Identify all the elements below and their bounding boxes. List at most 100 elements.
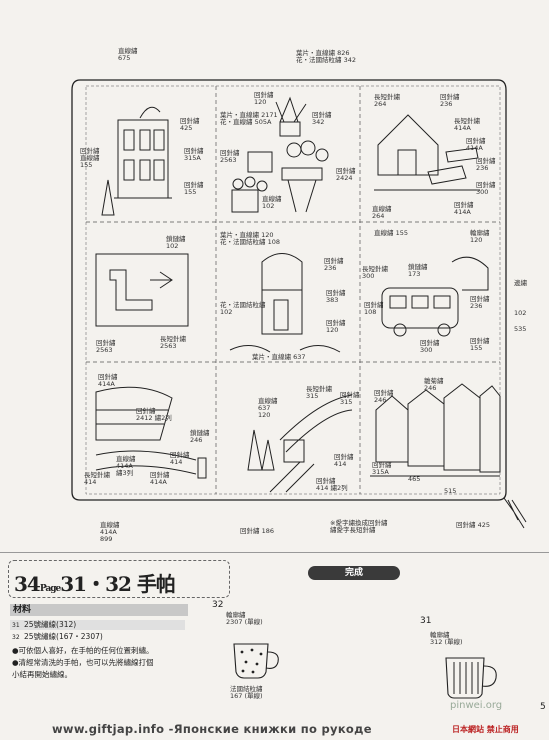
- material-no: 32: [12, 634, 20, 641]
- label-backstitch-108: 回針繡 108: [364, 301, 384, 316]
- handkerchief-outline: [71, 79, 507, 501]
- project-title: 31・32 手帕: [60, 572, 176, 596]
- label-backstitch-236b: 回針繡 236: [476, 157, 496, 172]
- material-no: 31: [12, 622, 20, 629]
- material-text: 25號繡線(167・2307): [24, 632, 103, 641]
- plants-motif: [231, 96, 329, 213]
- label-long-short-264: 長短針繡 264: [374, 93, 400, 108]
- label-backstitch-315a: 回針繡 315A: [184, 147, 204, 162]
- material-item-32: 32 25號繡線(167・2307): [12, 632, 103, 643]
- page-ref: 34: [14, 572, 41, 596]
- label-straight-155: 直線繡 155: [374, 229, 408, 237]
- item-32-bottom-label: 法國結粒繡 167 (單線): [230, 685, 263, 700]
- label-backstitch-414-2rows: 回針繡 414 繡2列: [316, 477, 348, 492]
- label-straight-637: 直線繡 637 120: [258, 397, 278, 419]
- label-465: 465: [408, 475, 421, 483]
- label-backstitch-2412: 回針繡 2412 繡2列: [136, 407, 172, 422]
- label-backstitch-414a-c: 回針繡 414A: [98, 373, 118, 388]
- label-backstitch-342: 回針繡 342: [312, 111, 332, 126]
- label-backstitch-414a: 回針繡 414A: [466, 137, 486, 152]
- label-backstitch-315: 回針繡 315: [340, 391, 360, 406]
- label-backstitch-300b: 回針繡 300: [420, 339, 440, 354]
- label-backstitch-2424: 回針繡 2424: [336, 167, 356, 182]
- materials-band: [10, 620, 185, 630]
- label-straight-414a-3rows: 直線繡 414A 繡3列: [116, 455, 136, 477]
- label-daisy-246: 雛菊繡 246: [424, 377, 444, 392]
- note-2: ●清經常清洗的手帕，也可以先將繡線打個: [12, 658, 154, 667]
- label-long-short-315: 長短針繡 315: [306, 385, 332, 400]
- label-backstitch-414a-d: 回針繡 414A: [150, 471, 170, 486]
- bus-motif: [381, 256, 489, 337]
- label-straight-264: 直線繡 264: [372, 205, 392, 220]
- tower-motif: [229, 253, 341, 353]
- page-title: 34Page31・32 手帕: [14, 568, 176, 597]
- label-long-short-300: 長短針繡 300: [362, 265, 388, 280]
- label-long-short-414: 長短針繡 414: [84, 471, 110, 486]
- cup-31-illustration: [445, 657, 497, 699]
- label-515: 515: [444, 487, 457, 495]
- label-straight-stitch-675: 直線繡 675: [118, 47, 138, 62]
- label-chain-246: 鎖鏈繡 246: [190, 429, 210, 444]
- label-backstitch-425b: 回針繡 425: [456, 521, 490, 529]
- label-backstitch-414b: 回針繡 414: [334, 453, 354, 468]
- label-chain-173: 鎖鏈繡 173: [408, 263, 428, 278]
- sign-motif: [95, 253, 189, 327]
- label-102: 102: [514, 309, 527, 317]
- label-long-short-414a: 長短針繡 414A: [454, 117, 480, 132]
- page-number: 5: [540, 702, 546, 712]
- section-divider: [0, 552, 549, 553]
- label-leaves-120: 葉片・直線繡 120 花・法國結粒繡 108: [220, 231, 280, 246]
- label-backstitch-236: 回針繡 236: [440, 93, 460, 108]
- label-note: ※愛字繡換成回針繡 繡愛字長短針繡: [330, 519, 388, 534]
- label-leaves-flowers: 葉片・直線繡 826 花・法國結粒繡 342: [296, 49, 356, 64]
- grid-lines: [86, 86, 500, 494]
- barn-motif: [374, 114, 480, 191]
- label-backstitch-300: 回針繡 300: [476, 181, 496, 196]
- note-1: ●可依個人喜好，在手帕的任何位置刺繡。: [12, 646, 154, 655]
- note-3: 小結再開始繡線。: [12, 670, 72, 679]
- label-backstitch-236d: 回針繡 236: [470, 295, 490, 310]
- watermark: pinwei.org: [450, 700, 503, 711]
- label-backstitch-425: 回針繡 425: [180, 117, 200, 132]
- label-leaves-637: 葉片・直線繡 637: [252, 353, 306, 361]
- label-backstitch-315a-b: 回針繡 315A: [372, 461, 392, 476]
- label-backstitch-155: 回針繡 155: [184, 181, 204, 196]
- item-31-number: 31: [420, 616, 432, 626]
- material-text: 25號繡線(312): [24, 620, 77, 629]
- label-leaves-2171: 葉片・直線繡 2171 花・直線繡 505A: [220, 111, 278, 126]
- label-long-short-2563: 長短針繡 2563: [160, 335, 186, 350]
- item-32-top-label: 輪廓繡 2307 (單線): [226, 611, 263, 626]
- label-chain-102: 鎖鏈繡 102: [166, 235, 186, 250]
- label-backstitch-2563-b: 回針繡 2563: [96, 339, 116, 354]
- label-backstitch-186: 回針繡 186: [240, 527, 274, 535]
- label-backstitch-414a-b: 回針繡 414A: [454, 201, 474, 216]
- train-motif: [247, 394, 353, 493]
- label-backstitch-120b: 回針繡 120: [326, 319, 346, 334]
- label-backstitch-120: 回針繡 120: [254, 91, 274, 106]
- materials-heading: 材料: [10, 604, 188, 616]
- finished-badge: 完成: [308, 566, 400, 580]
- footer-site-text: www.giftjap.info -Японские книжки по рук…: [52, 722, 372, 736]
- tassel-motif: [503, 497, 527, 529]
- label-straight-102: 直線繡 102: [262, 195, 282, 210]
- page-word: Page: [39, 584, 61, 594]
- label-outline-120: 輪廓繡 120: [470, 229, 490, 244]
- label-backstitch-236c: 回針繡 236: [324, 257, 344, 272]
- houses-motif: [370, 383, 501, 477]
- building-motif: [101, 106, 172, 216]
- label-french-knot-102: 花・法國結粒繡 102: [220, 301, 266, 316]
- hem-line: [85, 85, 501, 495]
- cup-32-illustration: [233, 643, 279, 679]
- label-backstitch-155b: 回針繡 155: [470, 337, 490, 352]
- material-item-31: 31 25號繡線(312): [12, 620, 76, 631]
- embroidery-diagram: [71, 79, 527, 529]
- label-straight-414a-899: 直線繡 414A 899: [100, 521, 120, 543]
- label-backstitch-414: 回針繡 414: [170, 451, 190, 466]
- label-535: 535: [514, 325, 527, 333]
- boat-motif: [95, 386, 207, 479]
- footer-notice: 日本網站 禁止商用: [452, 725, 519, 734]
- title-box: [8, 560, 230, 598]
- label-backstitch-383: 回針繡 383: [326, 289, 346, 304]
- label-edge-stitch: 邊繡: [514, 279, 527, 287]
